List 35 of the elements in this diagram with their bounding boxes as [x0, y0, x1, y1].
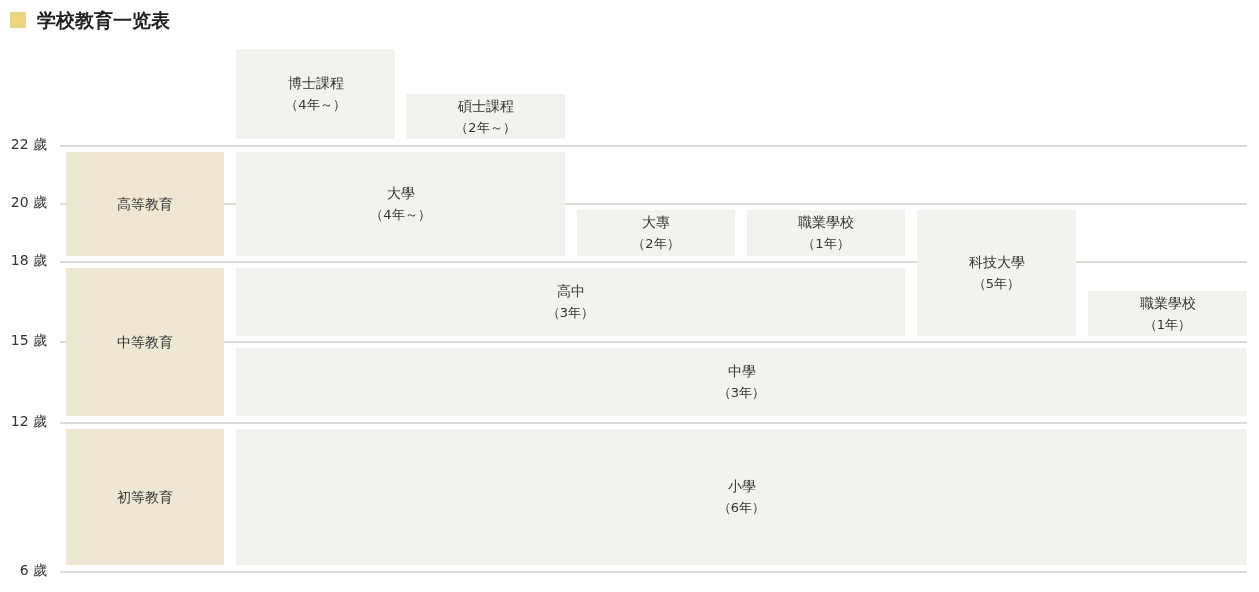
- chart-title: 学校教育一览表: [37, 8, 170, 32]
- education-level-block: [66, 268, 224, 416]
- school-name: 小學: [727, 477, 756, 496]
- school-name: 大學: [386, 184, 415, 203]
- level-name: 中等教育: [117, 332, 173, 352]
- duration-text: （6年）: [717, 499, 766, 517]
- age-label: 6 歲: [19, 561, 47, 579]
- duration-text: （2年～）: [455, 118, 516, 137]
- duration-text: （1年）: [802, 235, 850, 253]
- duration-text: （5年）: [972, 275, 1021, 293]
- school-name: 博士課程: [287, 74, 344, 93]
- duration-text: （4年～）: [285, 96, 346, 114]
- duration-text: （4年～）: [370, 206, 431, 224]
- school-name: 高中: [556, 282, 585, 301]
- duration-text: （3年）: [546, 304, 595, 322]
- age-label: 20 歲: [10, 193, 47, 211]
- age-label: 12 歲: [10, 412, 47, 430]
- school-name: 碩士課程: [457, 96, 514, 116]
- school-name: 大專: [642, 213, 670, 232]
- school-name: 中學: [727, 362, 756, 381]
- duration-text: （3年）: [717, 384, 766, 402]
- duration-text: （1年）: [1143, 315, 1192, 334]
- school-name: 職業學校: [1139, 293, 1196, 313]
- age-label: 18 歲: [10, 251, 47, 269]
- education-level-block: [66, 429, 224, 565]
- duration-text: （2年）: [632, 235, 680, 253]
- age-label: 15 歲: [10, 331, 47, 349]
- school-name: 科技大學: [968, 253, 1025, 272]
- school-name: 職業學校: [798, 213, 854, 232]
- level-name: 高等教育: [117, 194, 173, 214]
- school-block: [236, 152, 565, 256]
- education-level-block: [66, 152, 224, 256]
- school-block: [917, 210, 1076, 336]
- age-label: 22 歲: [10, 135, 47, 153]
- level-name: 初等教育: [117, 487, 173, 507]
